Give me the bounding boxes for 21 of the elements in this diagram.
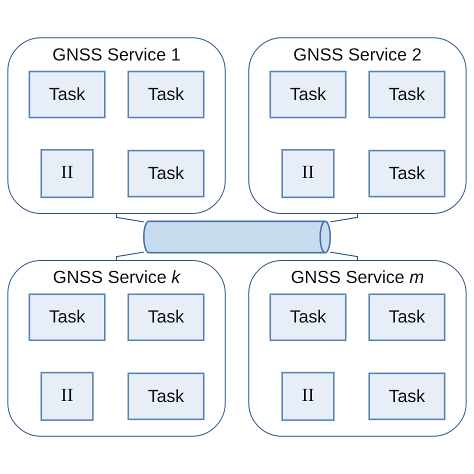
connector <box>330 252 358 261</box>
node-box: Task <box>368 150 446 198</box>
connector <box>116 252 144 261</box>
node-box: Task <box>128 294 204 342</box>
node-box: Task <box>368 372 446 420</box>
node-box: Task <box>128 150 204 198</box>
node-cylinder <box>143 220 331 254</box>
node-box: Task <box>368 294 446 342</box>
node-box: II <box>281 372 335 421</box>
node-box: Task <box>28 70 106 118</box>
node-box: Task <box>368 70 446 118</box>
connector <box>116 213 144 222</box>
node-box: Task <box>128 372 204 420</box>
node-box: II <box>40 372 94 421</box>
node-box: II <box>40 149 94 198</box>
node-box: II <box>281 149 335 198</box>
node-box: Task <box>28 294 106 342</box>
node-box: Task <box>128 70 204 118</box>
node-box: Task <box>270 70 346 118</box>
node-box: Task <box>270 294 346 342</box>
connector <box>330 213 358 222</box>
